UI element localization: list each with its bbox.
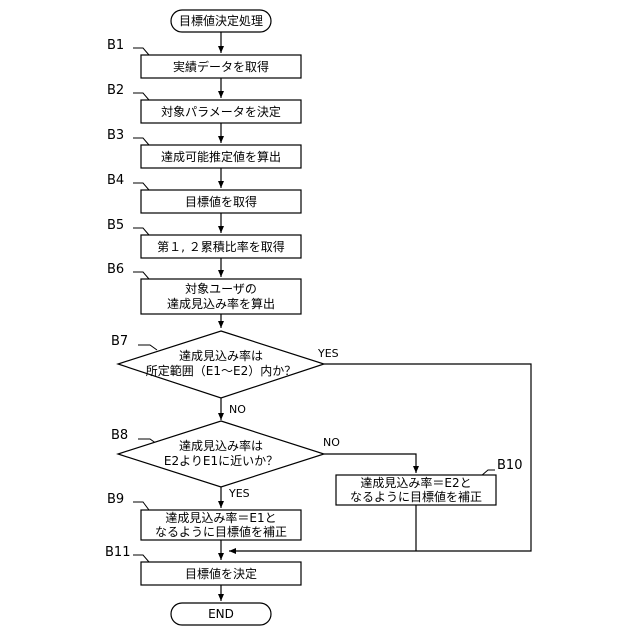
leader-b2 [133, 93, 149, 100]
leader-b5 [133, 228, 149, 235]
decision-b8-text-line1: 達成見込み率は [179, 438, 263, 453]
leader-b11 [133, 555, 149, 562]
b8-yes-label: YES [228, 487, 250, 500]
arrow-b8-no-to-b10 [324, 454, 416, 473]
step-b11-text: 目標値を決定 [185, 566, 257, 581]
step-b10: 達成見込み率＝E2と なるように目標値を補正 B10 [336, 458, 522, 505]
step-b6: 対象ユーザの 達成見込み率を算出 B6 [107, 262, 301, 314]
step-b5: 第１, ２累積比率を取得 B5 [107, 218, 301, 258]
step-b10-text-line2: なるように目標値を補正 [350, 489, 482, 504]
step-b1-label: B1 [107, 38, 124, 53]
step-b1-text: 実績データを取得 [173, 59, 269, 74]
decision-b7-text-line2: 所定範囲（E1～E2）内か？ [146, 363, 296, 378]
step-b10-text-line1: 達成見込み率＝E2と [360, 475, 471, 490]
step-b6-label: B6 [107, 262, 124, 277]
leader-b1 [133, 48, 149, 55]
step-b9: 達成見込み率＝E1と なるように目標値を補正 B9 [107, 492, 301, 540]
step-b5-text: 第１, ２累積比率を取得 [157, 239, 285, 254]
step-b2-label: B2 [107, 83, 124, 98]
decision-b8-text-line2: E2よりE1に近いか？ [164, 454, 278, 468]
leader-b9 [133, 502, 149, 510]
end-terminal: END [171, 603, 271, 625]
leader-b6 [133, 272, 149, 279]
step-b3-text: 達成可能推定値を算出 [161, 149, 281, 164]
b7-no-label: NO [229, 403, 246, 416]
step-b3-label: B3 [107, 128, 124, 143]
step-b1: 実績データを取得 B1 [107, 38, 301, 78]
decision-b7-text-line1: 達成見込み率は [179, 348, 263, 363]
step-b10-label: B10 [497, 458, 522, 473]
step-b4-text: 目標値を取得 [185, 194, 257, 209]
b7-yes-label: YES [317, 347, 339, 360]
step-b2: 対象パラメータを決定 B2 [107, 83, 301, 123]
step-b5-label: B5 [107, 218, 124, 233]
decision-b7-label: B7 [111, 334, 128, 349]
step-b11-label: B11 [105, 545, 130, 560]
step-b9-text-line1: 達成見込み率＝E1と [165, 510, 276, 525]
step-b9-label: B9 [107, 492, 124, 507]
decision-b8: 達成見込み率は E2よりE1に近いか？ B8 [111, 421, 324, 487]
step-b2-text: 対象パラメータを決定 [161, 104, 281, 119]
step-b4-label: B4 [107, 173, 124, 188]
decision-b8-label: B8 [111, 428, 128, 443]
step-b6-text-line1: 対象ユーザの [185, 282, 257, 296]
start-terminal: 目標値決定処理 [171, 10, 271, 32]
end-terminal-label: END [208, 607, 234, 621]
step-b6-text-line2: 達成見込み率を算出 [167, 296, 275, 311]
step-b3: 達成可能推定値を算出 B3 [107, 128, 301, 168]
leader-b3 [133, 138, 149, 145]
decision-b7: 達成見込み率は 所定範囲（E1～E2）内か？ B7 [111, 331, 324, 398]
leader-b4 [133, 183, 149, 190]
b8-no-label: NO [323, 436, 340, 449]
step-b9-text-line2: なるように目標値を補正 [155, 524, 287, 539]
step-b4: 目標値を取得 B4 [107, 173, 301, 213]
start-terminal-label: 目標値決定処理 [179, 13, 263, 28]
leader-b7 [138, 345, 157, 350]
